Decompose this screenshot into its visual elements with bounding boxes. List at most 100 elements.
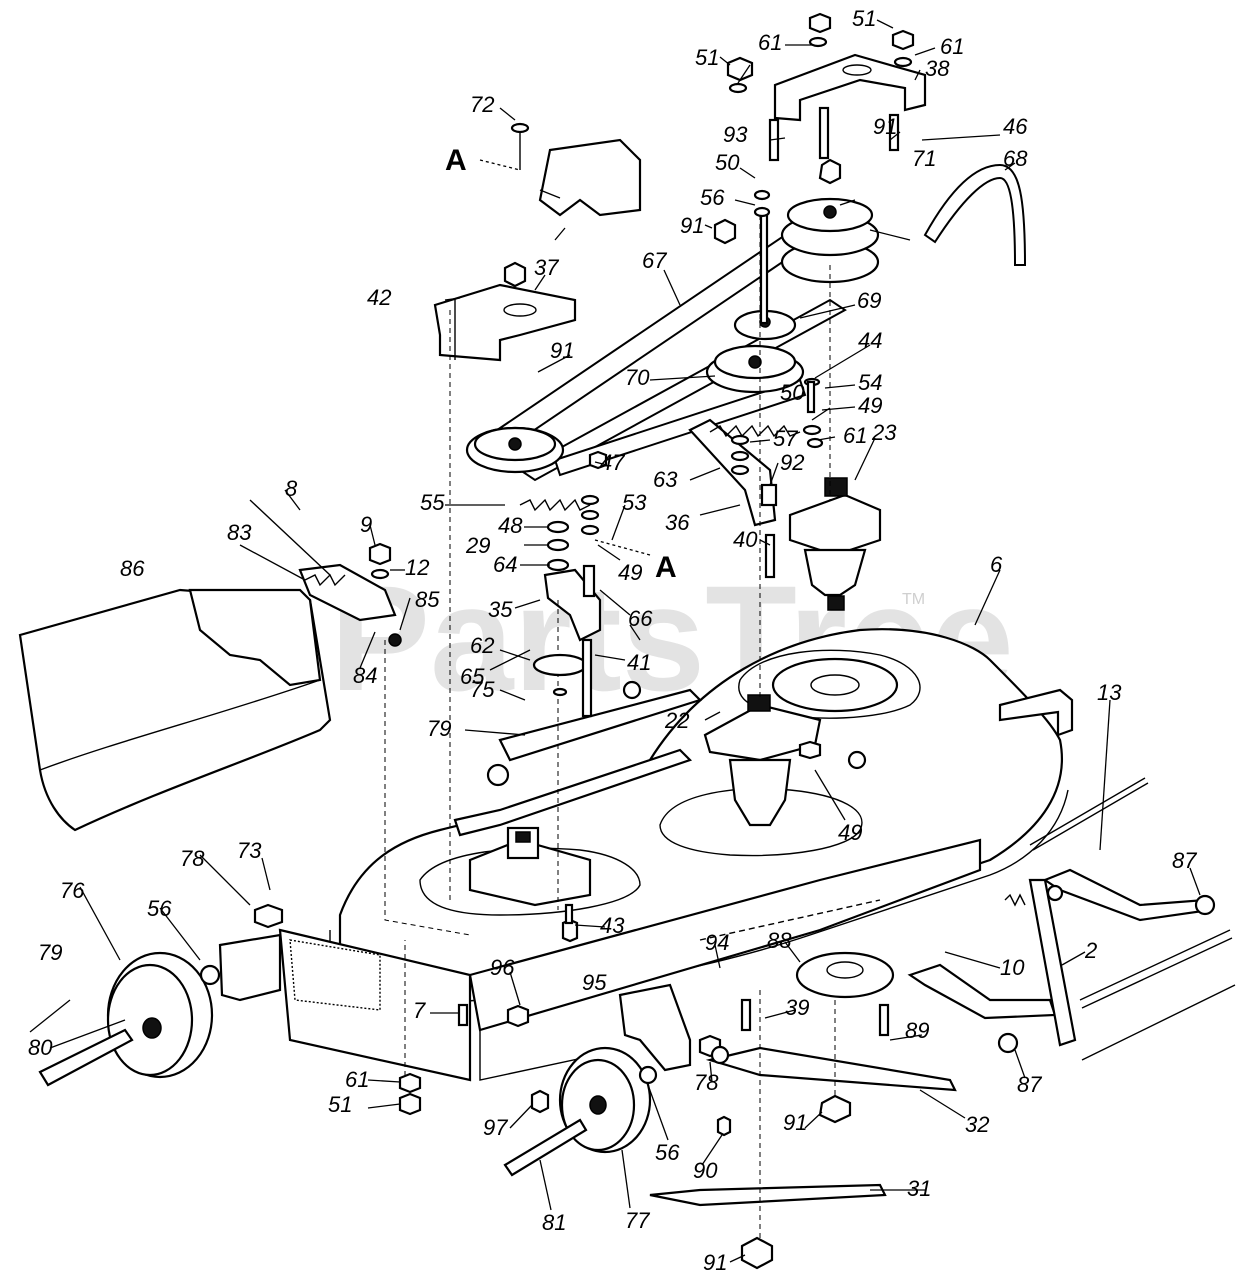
callout-35: 35 (488, 597, 513, 622)
callout-6: 6 (990, 552, 1003, 577)
callout-31: 31 (907, 1176, 931, 1201)
callout-94: 94 (705, 930, 729, 955)
callout-80: 80 (28, 1035, 53, 1060)
callout-63: 63 (653, 467, 678, 492)
callout-55: 55 (420, 490, 445, 515)
callout-29: 29 (465, 533, 490, 558)
belt-68 (923, 163, 1027, 266)
springs (249, 424, 1026, 907)
callout-97: 97 (483, 1115, 508, 1140)
callout-labels: 51 51 61 61 51 61 38 72 93 91 46 68 50 7… (28, 6, 1197, 1275)
callout-61: 61 (940, 34, 964, 59)
gauge-wheel-76 (38, 951, 221, 1087)
discharge-chute-86 (18, 588, 332, 832)
bracket-A (538, 138, 642, 217)
callout-65: 65 (460, 664, 485, 689)
callout-92: 92 (780, 450, 804, 475)
callout-91: 91 (873, 114, 897, 139)
bracket-37 (433, 283, 577, 362)
callout-62: 62 (470, 633, 494, 658)
callout-8: 8 (285, 476, 298, 501)
blade-adapter-88 (795, 951, 895, 999)
callout-46: 46 (1003, 114, 1028, 139)
callout-2: 2 (1084, 938, 1097, 963)
callout-78: 78 (180, 846, 205, 871)
callout-57: 57 (773, 426, 798, 451)
callout-56: 56 (655, 1140, 680, 1165)
callout-96: 96 (490, 955, 515, 980)
gauge-wheel-77 (503, 1046, 658, 1177)
callout-61: 61 (345, 1067, 369, 1092)
callout-87: 87 (1172, 848, 1197, 873)
callout-70: 70 (625, 365, 650, 390)
callout-56: 56 (147, 896, 172, 921)
callout-43: 43 (600, 913, 625, 938)
callout-71: 71 (912, 146, 936, 171)
bracket-38 (773, 53, 927, 122)
watermark-trademark: TM (902, 591, 925, 608)
callout-56: 56 (700, 185, 725, 210)
chute-bracket-83 (298, 563, 397, 622)
callout-66: 66 (628, 606, 653, 631)
callout-87: 87 (1017, 1072, 1042, 1097)
callout-36: 36 (665, 510, 690, 535)
callout-91: 91 (783, 1110, 807, 1135)
callout-50: 50 (715, 150, 740, 175)
callout-9: 9 (360, 512, 372, 537)
callout-64: 64 (493, 552, 517, 577)
wheel-bracket-left (218, 933, 282, 1002)
section-marker-a-top: A (445, 144, 467, 177)
callout-90: 90 (693, 1158, 718, 1183)
callout-67: 67 (642, 248, 667, 273)
callout-49: 49 (838, 820, 862, 845)
callout-79: 79 (427, 716, 451, 741)
callout-53: 53 (622, 490, 647, 515)
rod-13 (1029, 777, 1149, 851)
callout-83: 83 (227, 520, 252, 545)
callout-89: 89 (905, 1018, 929, 1043)
callout-93: 93 (723, 122, 748, 147)
callout-51: 51 (852, 6, 876, 31)
callout-85: 85 (415, 587, 440, 612)
callout-40: 40 (733, 527, 758, 552)
callout-77: 77 (625, 1208, 650, 1233)
callout-72: 72 (470, 92, 494, 117)
callout-61: 61 (843, 423, 867, 448)
callout-81: 81 (542, 1210, 566, 1235)
callout-78: 78 (694, 1070, 719, 1095)
pulley-center (705, 344, 805, 394)
callout-42: 42 (367, 285, 391, 310)
callout-37: 37 (534, 255, 559, 280)
callout-79: 79 (38, 940, 62, 965)
callout-88: 88 (767, 928, 792, 953)
callout-54: 54 (858, 370, 882, 395)
spindle-left (468, 826, 592, 907)
callout-84: 84 (353, 663, 377, 688)
rod-2 (1079, 929, 1236, 1061)
callout-86: 86 (120, 556, 145, 581)
callout-95: 95 (582, 970, 607, 995)
belt-70 (553, 378, 807, 477)
callout-51: 51 (695, 45, 719, 70)
spindle-right (788, 477, 882, 611)
spindle-center (703, 694, 822, 827)
callout-47: 47 (600, 450, 625, 475)
callout-7: 7 (413, 998, 426, 1023)
callout-23: 23 (871, 420, 897, 445)
callout-49: 49 (858, 393, 882, 418)
callout-44: 44 (858, 328, 882, 353)
assembly-lines (384, 215, 836, 1260)
callout-91: 91 (703, 1250, 727, 1275)
callout-61: 61 (758, 30, 782, 55)
callout-75: 75 (470, 677, 495, 702)
callout-32: 32 (965, 1112, 989, 1137)
blade-32 (705, 1046, 957, 1092)
callout-41: 41 (627, 650, 651, 675)
callout-50: 50 (780, 380, 805, 405)
hitch-bracket-1 (907, 868, 1216, 1054)
callout-69: 69 (857, 288, 881, 313)
callout-91: 91 (680, 213, 704, 238)
blade-31 (649, 1183, 887, 1207)
callout-22: 22 (664, 708, 689, 733)
